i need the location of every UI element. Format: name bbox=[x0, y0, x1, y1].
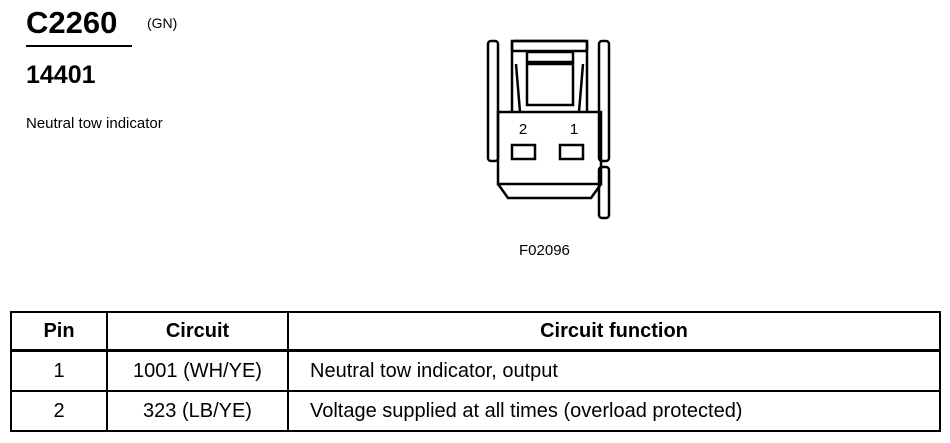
circuit-cell: 323 (LB/YE) bbox=[106, 390, 289, 432]
table-row: 2 323 (LB/YE) Voltage supplied at all ti… bbox=[10, 390, 941, 432]
column-header-circuit: Circuit bbox=[106, 311, 289, 352]
connector-id: C2260 bbox=[26, 5, 118, 40]
right-latch-lower bbox=[597, 165, 611, 220]
pin-cell: 2 bbox=[10, 390, 108, 432]
cavity-pin-2 bbox=[510, 143, 537, 161]
cavity-pin-1 bbox=[558, 143, 585, 161]
pin-cell: 1 bbox=[10, 349, 108, 392]
circuit-function-cell: Neutral tow indicator, output bbox=[287, 349, 941, 392]
table-row: 1 1001 (WH/YE) Neutral tow indicator, ou… bbox=[10, 349, 941, 392]
pin-label-1: 1 bbox=[570, 121, 578, 138]
lock-tab bbox=[525, 50, 575, 64]
column-header-circuit-function: Circuit function bbox=[287, 311, 941, 352]
column-header-pin: Pin bbox=[10, 311, 108, 352]
connector-description: Neutral tow indicator bbox=[26, 115, 163, 132]
connector-color: (GN) bbox=[147, 15, 178, 31]
pin-label-2: 2 bbox=[519, 121, 527, 138]
top-lock-cap bbox=[510, 39, 589, 53]
circuit-function-cell: Voltage supplied at all times (overload … bbox=[287, 390, 941, 432]
housing-skirt bbox=[496, 183, 603, 200]
left-latch bbox=[486, 39, 500, 163]
pinout-table: Pin Circuit Circuit function 1 1001 (WH/… bbox=[10, 311, 941, 432]
title-underline bbox=[26, 45, 132, 47]
connector-face-diagram: 2 1 bbox=[486, 39, 611, 220]
table-header-row: Pin Circuit Circuit function bbox=[10, 311, 941, 352]
circuit-cell: 1001 (WH/YE) bbox=[106, 349, 289, 392]
part-number: 14401 bbox=[26, 61, 96, 89]
figure-id: F02096 bbox=[519, 242, 570, 259]
lock-window bbox=[525, 62, 575, 107]
housing-body bbox=[496, 110, 603, 186]
right-latch-upper bbox=[597, 39, 611, 163]
